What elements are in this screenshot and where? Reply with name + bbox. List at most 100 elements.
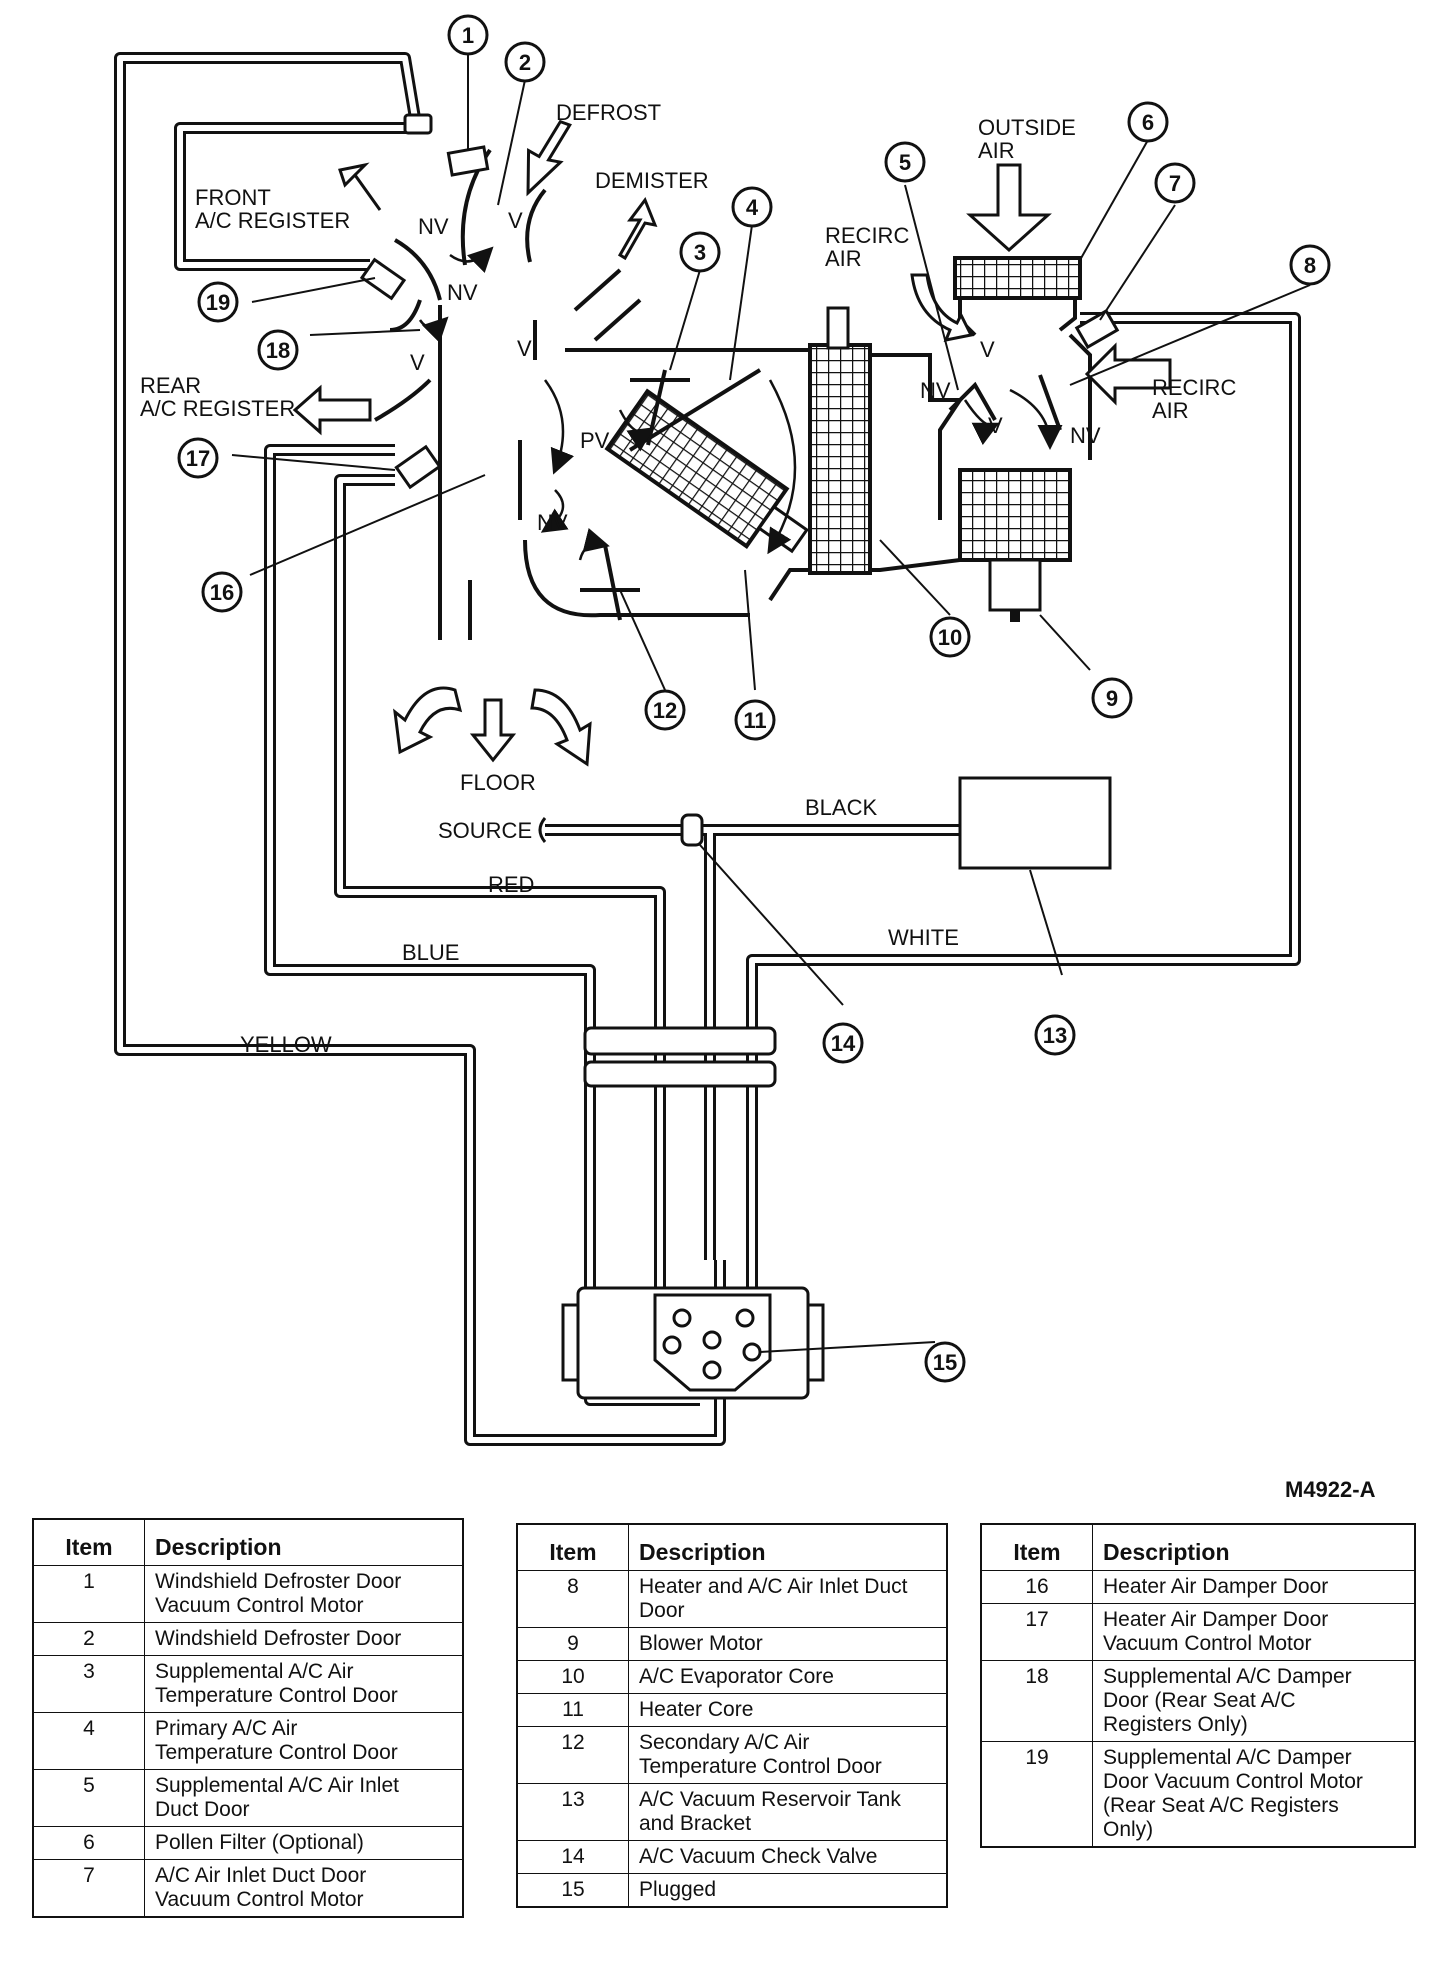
item-number: 16	[980, 1570, 1093, 1604]
label-outside-air-2: AIR	[978, 138, 1015, 163]
label-v-5: V	[988, 413, 1003, 438]
callouts: 1 2 3 4 5 6 7 8 9 10 11 12 13 14 15 16 1…	[177, 14, 1331, 1383]
callout-8: 8	[1289, 244, 1331, 286]
item-description: Windshield Defroster Door	[144, 1622, 464, 1656]
callout-3: 3	[679, 231, 721, 273]
header-description: Description	[144, 1518, 464, 1566]
callout-1: 1	[447, 14, 489, 56]
item-number: 5	[32, 1769, 145, 1827]
item-description: Windshield Defroster Door Vacuum Control…	[144, 1565, 464, 1623]
item-description: Supplemental A/C Air Temperature Control…	[144, 1655, 464, 1713]
item-description: Supplemental A/C Damper Door Vacuum Cont…	[1092, 1741, 1416, 1848]
label-blue: BLUE	[402, 940, 459, 965]
callout-13: 13	[1034, 1014, 1076, 1056]
header-item: Item	[32, 1518, 145, 1566]
label-v-2: V	[410, 350, 425, 375]
callout-16: 16	[201, 571, 243, 613]
callout-9: 9	[1091, 677, 1133, 719]
svg-text:6: 6	[1142, 110, 1154, 135]
check-valve	[680, 813, 704, 847]
svg-text:17: 17	[186, 446, 210, 471]
label-source: SOURCE	[438, 818, 532, 843]
callout-12: 12	[644, 689, 686, 731]
item-description: Heater Air Damper Door	[1092, 1570, 1416, 1604]
item-description: A/C Air Inlet Duct Door Vacuum Control M…	[144, 1859, 464, 1918]
label-rear-register-2: A/C REGISTER	[140, 396, 295, 421]
svg-text:13: 13	[1043, 1023, 1067, 1048]
svg-text:7: 7	[1169, 171, 1181, 196]
callout-4: 4	[731, 186, 773, 228]
svg-text:5: 5	[899, 150, 911, 175]
pollen-filter	[953, 256, 1082, 300]
header-item: Item	[980, 1523, 1093, 1571]
item-number: 17	[980, 1603, 1093, 1661]
svg-text:16: 16	[210, 580, 234, 605]
label-v-3: V	[517, 336, 532, 361]
label-recirc-air-right-1: RECIRC	[1152, 375, 1236, 400]
callout-6: 6	[1127, 101, 1169, 143]
item-description: A/C Vacuum Check Valve	[628, 1840, 948, 1874]
item-number: 3	[32, 1655, 145, 1713]
label-defrost: DEFROST	[556, 100, 661, 125]
callout-leaders	[231, 55, 1311, 1353]
label-yellow: YELLOW	[240, 1032, 332, 1057]
item-number: 7	[32, 1859, 145, 1918]
blower-motor	[958, 468, 1072, 622]
label-v-4: V	[980, 337, 995, 362]
svg-text:18: 18	[266, 338, 290, 363]
heater-plenum	[374, 148, 1092, 640]
callout-14: 14	[822, 1022, 864, 1064]
callout-19: 19	[197, 281, 239, 323]
vacuum-selector-valve	[561, 1286, 825, 1400]
diagram-labels: DEFROST DEMISTER FRONT A/C REGISTER REAR…	[140, 100, 1376, 1500]
airflow-arrows	[292, 119, 1172, 767]
item-number: 12	[516, 1726, 629, 1784]
item-number: 18	[980, 1660, 1093, 1742]
vacuum-system-diagram: DEFROST DEMISTER FRONT A/C REGISTER REAR…	[114, 14, 1376, 1500]
label-recirc-air-left-1: RECIRC	[825, 223, 909, 248]
item-description: Supplemental A/C Air Inlet Duct Door	[144, 1769, 464, 1827]
vacuum-motor-7	[1074, 308, 1120, 350]
item-description: A/C Evaporator Core	[628, 1660, 948, 1694]
label-front-register-1: FRONT	[195, 185, 271, 210]
reservoir-tank	[958, 776, 1112, 870]
vacuum-motor-17	[394, 444, 442, 490]
item-number: 2	[32, 1622, 145, 1656]
label-front-register-2: A/C REGISTER	[195, 208, 350, 233]
label-pv: PV	[580, 428, 610, 453]
evaporator-core	[808, 343, 872, 575]
callout-5: 5	[884, 141, 926, 183]
svg-text:1: 1	[462, 23, 474, 48]
callout-2: 2	[504, 41, 546, 83]
vacuum-motor-19	[359, 257, 407, 301]
item-description: Primary A/C Air Temperature Control Door	[144, 1712, 464, 1770]
item-description: Pollen Filter (Optional)	[144, 1826, 464, 1860]
label-black: BLACK	[805, 795, 877, 820]
item-description: Heater and A/C Air Inlet Duct Door	[628, 1570, 948, 1628]
label-nv-1: NV	[418, 214, 449, 239]
svg-text:15: 15	[933, 1350, 957, 1375]
figure-code: M4922-A	[1285, 1477, 1376, 1500]
svg-text:19: 19	[206, 290, 230, 315]
label-nv-5: NV	[1070, 423, 1101, 448]
svg-text:8: 8	[1304, 253, 1316, 278]
header-description: Description	[1092, 1523, 1416, 1571]
hose-clamp-upper	[583, 1026, 777, 1056]
